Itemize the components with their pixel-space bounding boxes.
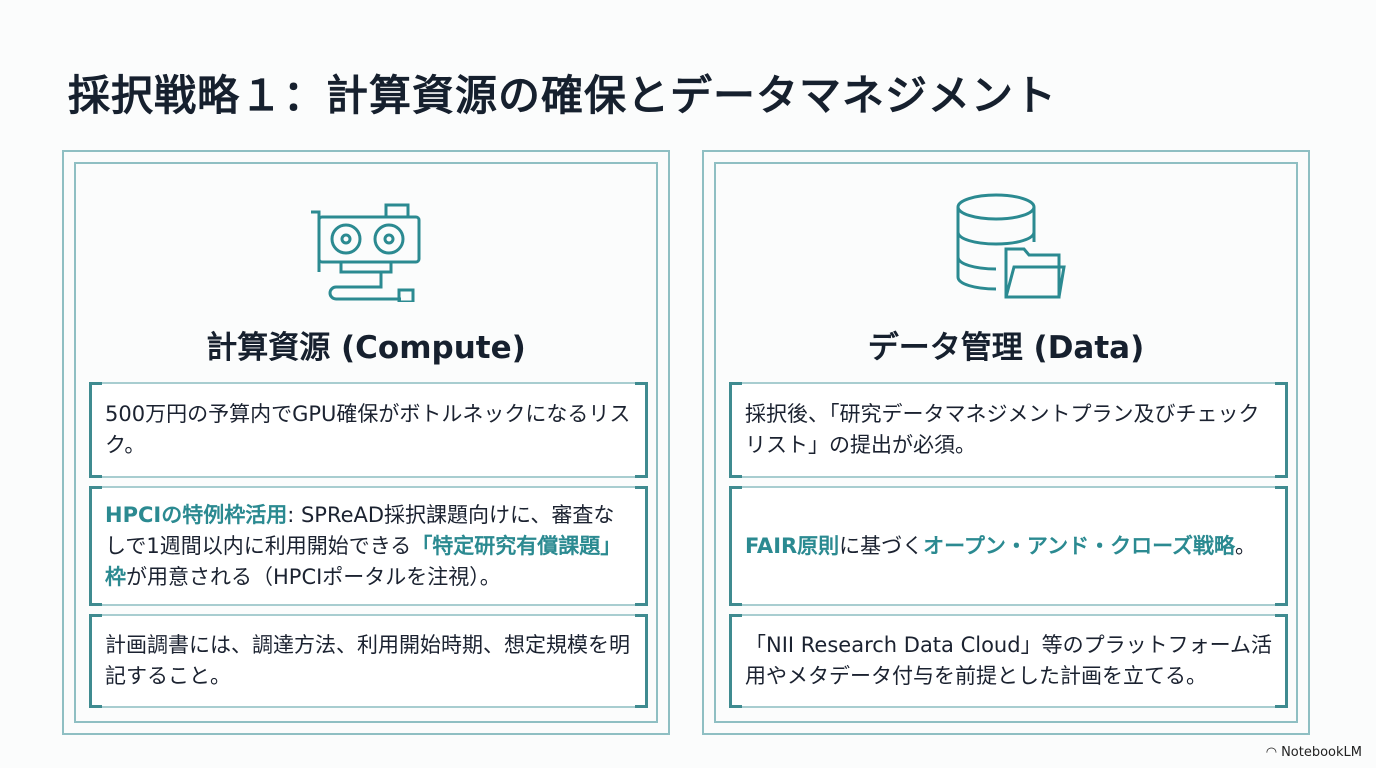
box-text: 採択後、「研究データマネジメントプラン及びチェックリスト」の提出が必須。: [745, 399, 1272, 461]
compute-heading: 計算資源 (Compute): [206, 330, 526, 366]
notebooklm-logo: ◠ NotebookLM: [1266, 745, 1362, 760]
data-fair-box: FAIR原則に基づくオープン・アンド・クローズ戦略。: [729, 486, 1288, 606]
highlight-text: 「特定研究有償課題」枠: [105, 533, 622, 589]
box-text: 計画調書には、調達方法、利用開始時期、想定規模を明記すること。: [105, 630, 632, 692]
body-text: 500万円の予算内でGPU確保がボトルネックになるリスク。: [105, 402, 631, 457]
highlight-text: オープン・アンド・クローズ戦略: [923, 533, 1236, 558]
notebooklm-icon: ◠: [1265, 745, 1278, 760]
database-folder-icon: [956, 193, 1066, 299]
brand-label: NotebookLM: [1281, 745, 1362, 760]
highlight-text: HPCIの特例枠活用: [105, 502, 288, 527]
page-title: 採択戦略１：計算資源の確保とデータマネジメント: [68, 71, 1058, 120]
compute-risk-box: 500万円の予算内でGPU確保がボトルネックになるリスク。: [89, 382, 648, 478]
body-text: 「NII Research Data Cloud」等のプラットフォーム活用やメタ…: [745, 633, 1272, 688]
gpu-card-icon: [311, 203, 421, 302]
body-text: 採択後、「研究データマネジメントプラン及びチェックリスト」の提出が必須。: [745, 402, 1260, 457]
body-text: : SPReAD採択課題向けに、審査なしで1週間以内に利用開始できる: [105, 502, 615, 558]
compute-panel: 計算資源 (Compute) 500万円の予算内でGPU確保がボトルネックになる…: [62, 150, 670, 735]
highlight-text: FAIR原則: [745, 533, 840, 558]
box-text: 「NII Research Data Cloud」等のプラットフォーム活用やメタ…: [745, 630, 1272, 692]
body-text: が用意される（HPCIポータルを注視）。: [126, 564, 501, 589]
body-text: 計画調書には、調達方法、利用開始時期、想定規模を明記すること。: [105, 633, 630, 688]
compute-hpci-box: HPCIの特例枠活用: SPReAD採択課題向けに、審査なしで1週間以内に利用開…: [89, 486, 648, 606]
data-heading: データ管理 (Data): [867, 330, 1145, 366]
body-text: に基づく: [839, 533, 924, 558]
body-text: 。: [1235, 533, 1257, 558]
box-text: HPCIの特例枠活用: SPReAD採択課題向けに、審査なしで1週間以内に利用開…: [105, 500, 632, 593]
box-text: FAIR原則に基づくオープン・アンド・クローズ戦略。: [745, 531, 1256, 562]
box-text: 500万円の予算内でGPU確保がボトルネックになるリスク。: [105, 399, 632, 461]
data-dmp-box: 採択後、「研究データマネジメントプラン及びチェックリスト」の提出が必須。: [729, 382, 1288, 478]
data-panel: データ管理 (Data) 採択後、「研究データマネジメントプラン及びチェックリス…: [702, 150, 1310, 735]
data-platform-box: 「NII Research Data Cloud」等のプラットフォーム活用やメタ…: [729, 614, 1288, 708]
compute-plan-box: 計画調書には、調達方法、利用開始時期、想定規模を明記すること。: [89, 614, 648, 708]
